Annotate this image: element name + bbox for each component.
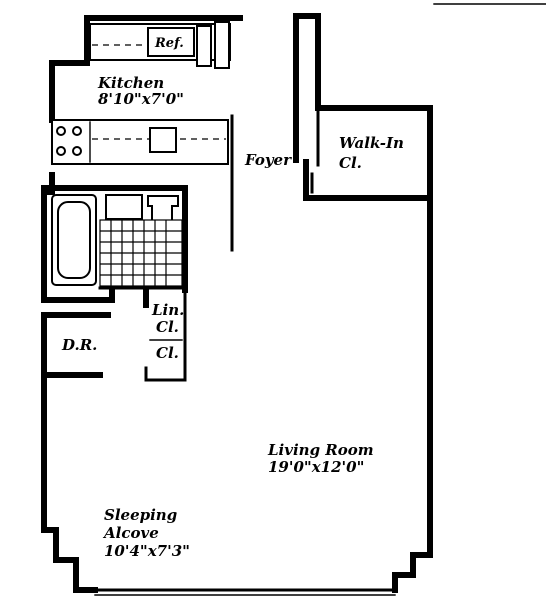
linen-closet-walls (143, 287, 187, 382)
bathroom (41, 185, 188, 293)
kitchen-label: Kitchen (97, 74, 164, 92)
foyer-label: Foyer (244, 151, 292, 169)
kitchen-dims: 8'10"x7'0" (98, 90, 184, 108)
walk-in-closet-label-2: Cl. (339, 154, 362, 172)
kitchen-counters (51, 21, 234, 252)
linen-closet-label-1: Lin. (151, 301, 184, 319)
walk-in-closet-walls (303, 106, 433, 201)
living-room-label: Living Room (267, 441, 374, 459)
sleeping-alcove-dims: 10'4"x7'3" (104, 542, 190, 560)
ref-label: Ref. (154, 36, 184, 51)
closet-label: Cl. (156, 344, 179, 362)
bath-tile-floor (99, 219, 183, 287)
living-room-dims: 19'0"x12'0" (268, 458, 364, 476)
dining-label: D.R. (61, 336, 97, 354)
exterior-walls (41, 13, 433, 596)
walk-in-closet-label-1: Walk-In (339, 134, 404, 152)
sleeping-alcove-label-2: Alcove (102, 524, 159, 542)
sleeping-alcove-label-1: Sleeping (104, 506, 177, 524)
linen-closet-label-2: Cl. (156, 318, 179, 336)
